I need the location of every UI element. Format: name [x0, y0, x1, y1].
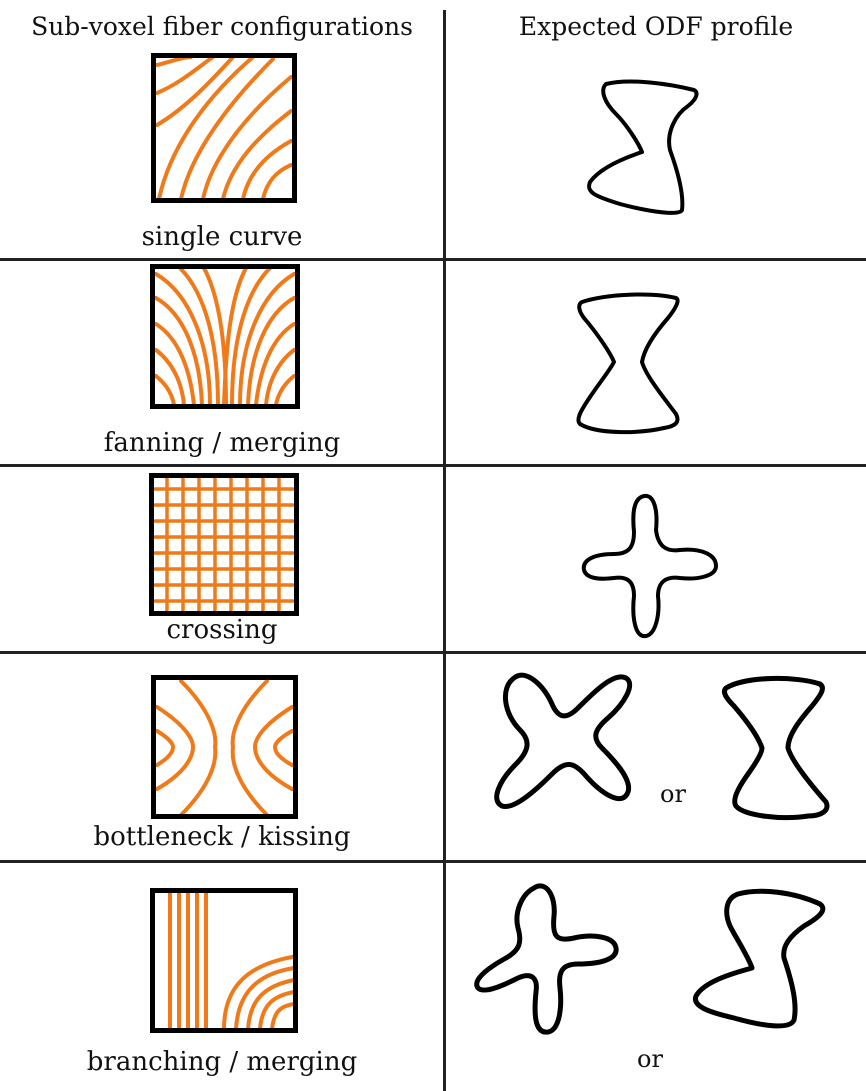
odf-cross-tilted	[474, 880, 630, 1038]
fiber-panel-bottleneck-kissing	[151, 675, 298, 819]
odf-bowtie-tilted-alt	[686, 884, 838, 1034]
column-divider	[443, 10, 446, 1091]
odf-cross	[580, 490, 722, 640]
odf-bowtie-vertical	[572, 288, 686, 436]
or-label-branching: or	[637, 1045, 663, 1073]
caption-single-curve: single curve	[0, 222, 444, 252]
caption-branching-merging: branching / merging	[0, 1047, 444, 1077]
odf-cross-diagonal	[490, 664, 638, 814]
header-sub-voxel-configurations: Sub-voxel fiber configurations	[0, 12, 444, 41]
fiber-panel-branching-merging	[150, 888, 298, 1033]
or-label-bottleneck: or	[660, 780, 686, 808]
header-expected-odf-profile: Expected ODF profile	[446, 12, 866, 41]
odf-bowtie-vertical-alt	[716, 670, 834, 822]
row-divider-2	[0, 464, 866, 467]
row-divider-3	[0, 651, 866, 654]
fiber-panel-single-curve	[151, 53, 297, 203]
fiber-panel-fanning-merging	[150, 264, 300, 409]
caption-bottleneck-kissing: bottleneck / kissing	[0, 822, 444, 852]
caption-fanning-merging: fanning / merging	[0, 428, 444, 458]
odf-bowtie-tilted	[580, 72, 710, 220]
fiber-panel-crossing	[149, 473, 299, 616]
row-divider-4	[0, 860, 866, 863]
row-divider-1	[0, 258, 866, 261]
caption-crossing: crossing	[0, 615, 444, 645]
